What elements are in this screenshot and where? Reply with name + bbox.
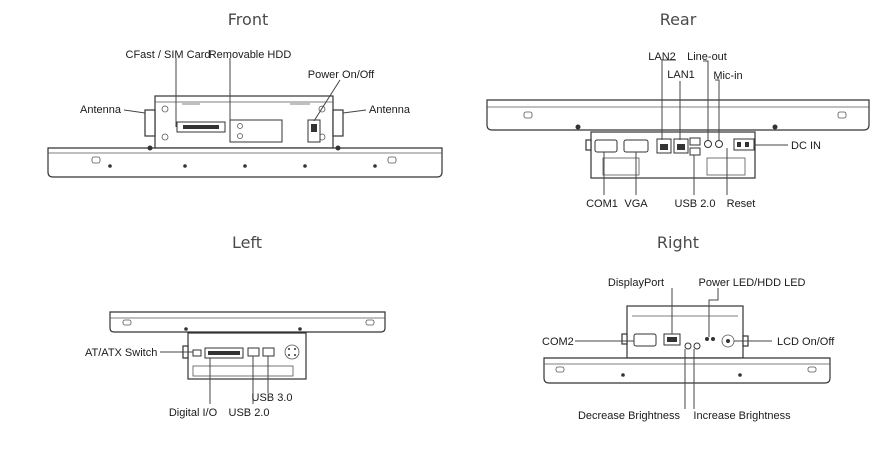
com1-port — [594, 139, 618, 153]
right-panel — [543, 357, 831, 384]
rear-panel — [486, 99, 870, 131]
hdd-label: Removable HDD — [209, 49, 292, 61]
rear-io-box — [590, 131, 756, 179]
decrease-brightness-label: Decrease Brightness — [578, 410, 681, 422]
left-usb20-label: USB 2.0 — [229, 407, 270, 419]
lan1-label: LAN1 — [667, 69, 695, 81]
com2-port — [633, 333, 657, 347]
usb30-port — [262, 347, 275, 357]
reset-label: Reset — [727, 198, 756, 210]
power-label: Power On/Off — [308, 69, 375, 81]
com2-label: COM2 — [542, 336, 574, 348]
vga-port — [623, 139, 649, 153]
left-view — [109, 311, 386, 380]
dio-label: Digital I/O — [169, 407, 218, 419]
displayport-label: DisplayPort — [608, 277, 664, 289]
rear-title: Rear — [660, 10, 697, 29]
antenna-left-label: Antenna — [80, 104, 122, 116]
usb30-label: USB 3.0 — [252, 392, 293, 404]
antenna-right-label: Antenna — [369, 104, 411, 116]
antenna-right-stub — [332, 109, 344, 137]
dcin-label: DC IN — [791, 140, 821, 152]
power-led — [705, 337, 709, 341]
lineout-label: Line-out — [687, 51, 727, 63]
usb20-port-top — [689, 137, 701, 146]
increase-brightness-button — [693, 342, 701, 350]
lcd-label: LCD On/Off — [777, 336, 835, 348]
usb20-port-bottom — [689, 147, 701, 156]
lcd-onoff-button — [726, 339, 730, 343]
removable-hdd-tray — [229, 119, 283, 143]
left-panel — [109, 311, 386, 333]
right-view — [543, 305, 831, 384]
front-bezel — [47, 147, 443, 178]
hdd-led — [711, 337, 715, 341]
lineout-jack — [704, 140, 712, 148]
com1-label: COM1 — [586, 198, 618, 210]
left-title: Left — [232, 233, 262, 252]
right-title: Right — [657, 233, 699, 252]
atatx-switch — [192, 349, 202, 357]
increase-brightness-label: Increase Brightness — [693, 410, 791, 422]
rear-usb20-label: USB 2.0 — [675, 198, 716, 210]
vga-label: VGA — [624, 198, 648, 210]
micin-jack — [715, 140, 723, 148]
antenna-left-stub — [144, 109, 156, 137]
atatx-label: AT/ATX Switch — [85, 347, 157, 359]
left-usb20-port — [247, 347, 260, 357]
micin-label: Mic-in — [713, 70, 742, 82]
front-title: Front — [228, 10, 268, 29]
powerled-label: Power LED/HDD LED — [699, 277, 806, 289]
cfast-label: CFast / SIM Card — [126, 49, 211, 61]
front-view — [47, 95, 443, 178]
decrease-brightness-button — [684, 342, 692, 350]
lan2-label: LAN2 — [648, 51, 676, 63]
rear-view — [486, 99, 870, 179]
